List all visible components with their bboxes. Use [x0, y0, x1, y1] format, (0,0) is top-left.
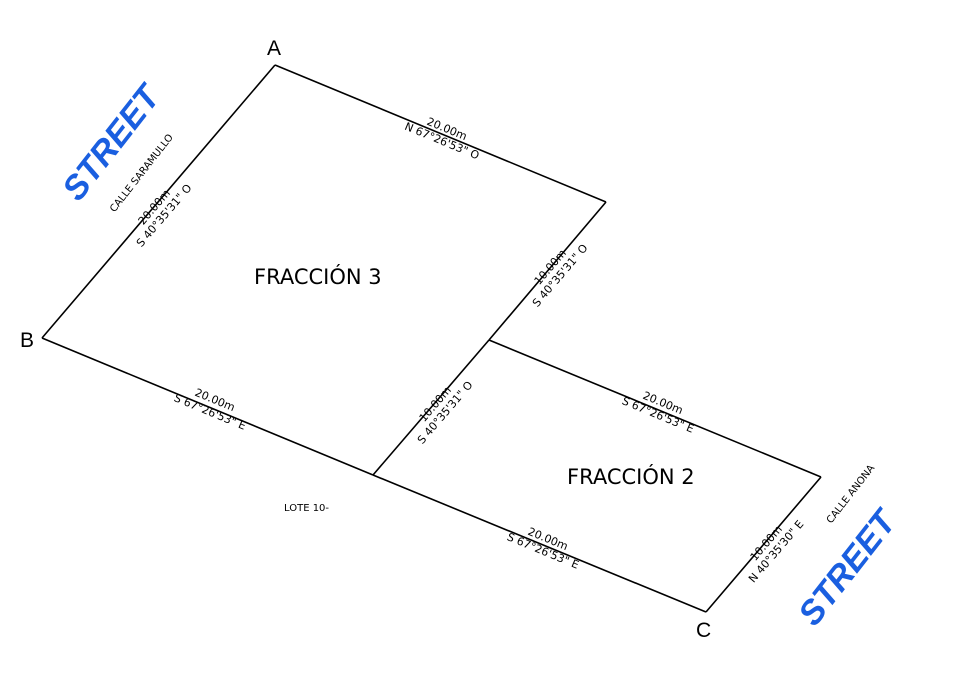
line-bottom-mid-c	[372, 474, 707, 613]
line-c-right	[705, 476, 822, 613]
measure-top-right: 10.00m S 40°35'31" O	[530, 241, 591, 309]
line-mid-diagonal	[372, 339, 490, 476]
measure-bottom-c: 20.00m S 67°26'53" E	[505, 525, 581, 572]
line-a-b	[41, 64, 276, 339]
fraction-3-label: FRACCIÓN 3	[254, 264, 382, 289]
measure-b-bottom: 20.00m S 67°26'53" E	[172, 386, 248, 433]
street-right-label: STREET	[791, 501, 906, 633]
fraction-2-label: FRACCIÓN 2	[567, 464, 695, 489]
vertex-a-label: A	[267, 37, 281, 60]
measure-mid-right: 20.00m S 67°26'53" E	[620, 389, 696, 436]
line-a-top-right	[274, 64, 607, 203]
measure-c-right: 10.00m N 40°35'30" E	[746, 518, 806, 586]
street-right: STREET CALLE ANONA	[791, 463, 906, 633]
measure-mid-diag: 10.00m S 40°35'31" O	[415, 378, 476, 446]
line-mid-right	[488, 339, 822, 478]
vertex-b-label: B	[20, 329, 34, 352]
line-top-right-mid	[488, 201, 607, 341]
boundary-lines	[41, 64, 822, 613]
vertex-c-label: C	[696, 619, 711, 642]
measure-a-top: 20.00m N 67°26'53" O	[403, 115, 482, 162]
line-b-bottom-mid	[41, 337, 374, 476]
street-left-label: STREET	[55, 76, 170, 208]
lot-label: LOTE 10-	[284, 503, 329, 514]
